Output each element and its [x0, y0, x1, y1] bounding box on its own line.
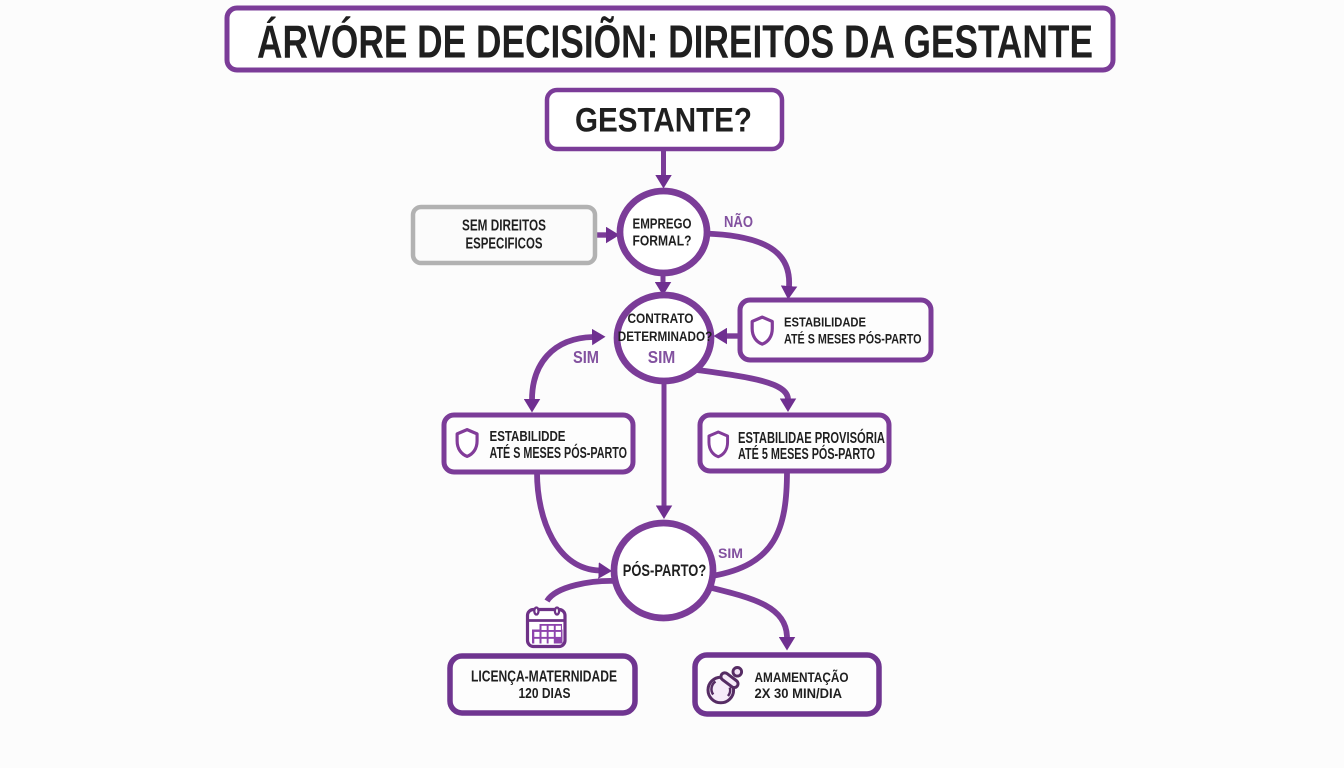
svg-text:FORMAL?: FORMAL? — [633, 234, 692, 250]
svg-text:LICENÇA-MATERNIDADE: LICENÇA-MATERNIDADE — [471, 669, 617, 686]
svg-text:NÃO: NÃO — [724, 211, 753, 231]
svg-text:SEM DIREITOS: SEM DIREITOS — [462, 218, 546, 235]
svg-text:EMPREGO: EMPREGO — [633, 217, 692, 233]
svg-text:ESTABILIDDE: ESTABILIDDE — [490, 428, 566, 445]
svg-text:GESTANTE?: GESTANTE? — [575, 102, 752, 140]
svg-text:SIM: SIM — [718, 545, 743, 561]
svg-text:ESTABILIDAE PROVISÓRIA: ESTABILIDAE PROVISÓRIA — [738, 428, 885, 447]
svg-text:CONTRATO: CONTRATO — [628, 311, 694, 326]
svg-text:ÁRVÓRE DE DECISIÕN: DIREITOS D: ÁRVÓRE DE DECISIÕN: DIREITOS DA GESTANTE — [257, 16, 1093, 68]
svg-text:SIM: SIM — [573, 347, 599, 367]
svg-text:ESTABILIDADE: ESTABILIDADE — [784, 315, 866, 330]
svg-text:ATÉ S MESES PÓS-PARTO: ATÉ S MESES PÓS-PARTO — [784, 330, 922, 347]
svg-text:2X 30 MIN/DIA: 2X 30 MIN/DIA — [755, 685, 843, 701]
svg-text:120 DIAS: 120 DIAS — [519, 685, 571, 702]
svg-text:PÓS-PARTO?: PÓS-PARTO? — [623, 561, 707, 580]
svg-text:ATÉ 5 MESES PÓS-PARTO: ATÉ 5 MESES PÓS-PARTO — [738, 444, 875, 463]
svg-text:ESPECIFICOS: ESPECIFICOS — [466, 236, 543, 253]
svg-text:SIM: SIM — [648, 347, 676, 367]
svg-text:AMAMENTAÇÃO: AMAMENTAÇÃO — [755, 668, 849, 685]
svg-text:ATÉ S MESES PÓS-PARTO: ATÉ S MESES PÓS-PARTO — [490, 444, 628, 462]
svg-text:DETERMINADO?: DETERMINADO? — [618, 329, 713, 344]
